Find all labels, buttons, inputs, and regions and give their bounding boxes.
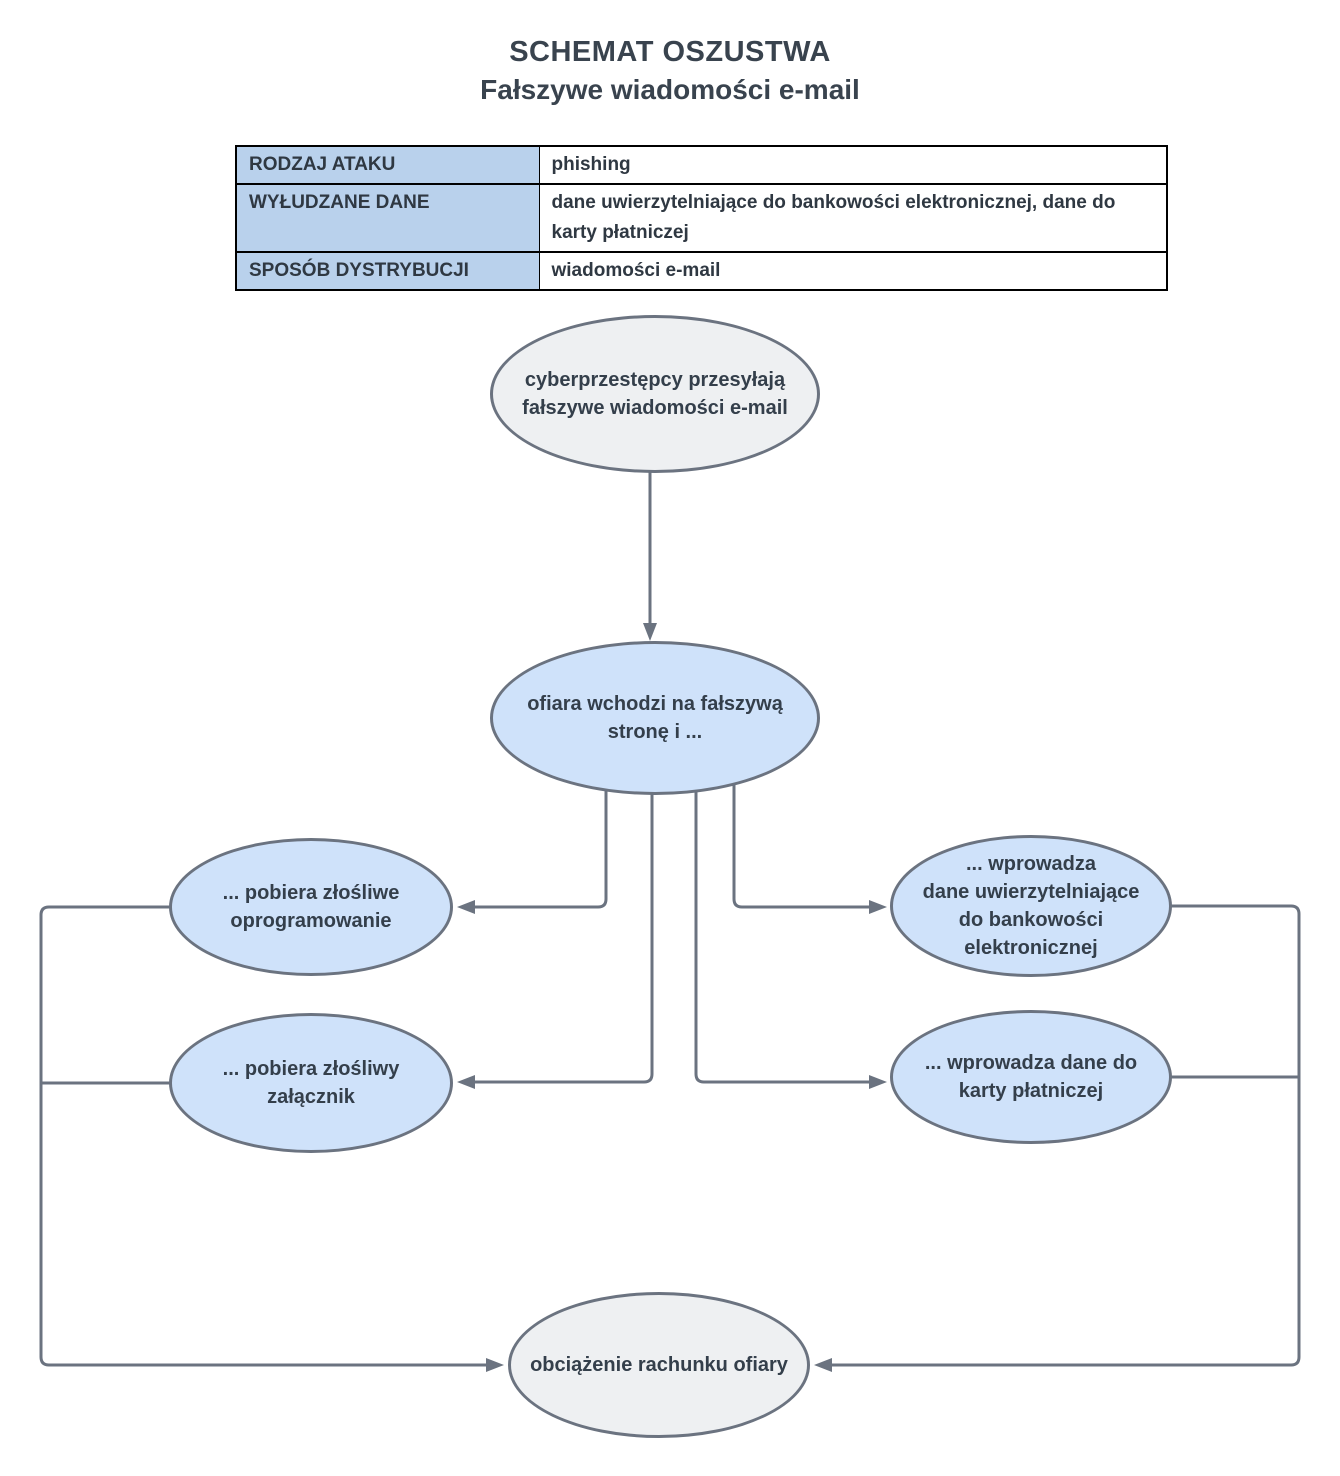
arrowhead-left-attachment (457, 1075, 475, 1089)
node-downloads-malware: ... pobiera złośliwe oprogramowanie (169, 838, 453, 976)
connector-victim-to-attachment (474, 788, 654, 1084)
arrowhead-left-malware (457, 900, 475, 914)
connector-victim-to-malware (474, 783, 608, 909)
diagram-title: SCHEMAT OSZUSTWA (509, 36, 831, 68)
arrowhead-right-debit (486, 1358, 504, 1372)
sposob-dystrybucji-value: wiadomości e-mail (539, 251, 1167, 291)
table-row-rodzaj-ataku: RODZAJ ATAKU phishing (236, 145, 1167, 185)
attack-info-table: RODZAJ ATAKU phishing WYŁUDZANE DANE dan… (235, 145, 1168, 291)
table-row-sposob-dystrybucji: SPOSÓB DYSTRYBUCJI wiadomości e-mail (236, 251, 1167, 291)
node-label: ... pobiera złośliwy załącznik (222, 1058, 400, 1108)
arrowhead-right-card (869, 1075, 887, 1089)
node-victim-opens-fake-page: ofiara wchodzi na fałszywą stronę i ... (490, 641, 820, 795)
arrowhead-down-victim (643, 623, 657, 641)
rodzaj-ataku-value: phishing (539, 145, 1167, 185)
sposob-dystrybucji-label: SPOSÓB DYSTRYBUCJI (236, 251, 540, 291)
node-label: ... wprowadza dane uwierzytelniające do … (922, 853, 1140, 959)
table-row-wyludzane-dane: WYŁUDZANE DANE dane uwierzytelniające do… (236, 183, 1167, 253)
wyludzane-dane-value: dane uwierzytelniające do bankowości ele… (539, 183, 1167, 253)
rodzaj-ataku-label: RODZAJ ATAKU (236, 145, 540, 185)
node-label: ... wprowadza dane do karty płatniczej (924, 1052, 1138, 1102)
node-label: ofiara wchodzi na fałszywą stronę i ... (527, 693, 783, 743)
diagram-subtitle: Fałszywe wiadomości e-mail (480, 74, 860, 105)
connector-victim-to-banking (732, 783, 870, 909)
arrowhead-left-debit (814, 1358, 832, 1372)
connector-victim-to-card (694, 788, 870, 1084)
arrowhead-right-banking (869, 900, 887, 914)
wyludzane-dane-label: WYŁUDZANE DANE (236, 183, 540, 253)
node-cybercriminals-send-emails: cyberprzestępcy przesyłają fałszywe wiad… (490, 315, 820, 473)
connector-right-bus-to-debit (832, 904, 1301, 1367)
node-label: obciążenie rachunku ofiary (530, 1354, 788, 1376)
node-enters-card-data: ... wprowadza dane do karty płatniczej (890, 1010, 1172, 1144)
node-account-debited: obciążenie rachunku ofiary (508, 1292, 810, 1438)
node-label: cyberprzestępcy przesyłają fałszywe wiad… (522, 369, 788, 419)
node-label: ... pobiera złośliwe oprogramowanie (222, 882, 400, 932)
node-enters-banking-credentials: ... wprowadza dane uwierzytelniające do … (890, 835, 1172, 977)
node-downloads-attachment: ... pobiera złośliwy załącznik (169, 1013, 453, 1153)
connector-left-bus-to-debit (39, 905, 486, 1367)
